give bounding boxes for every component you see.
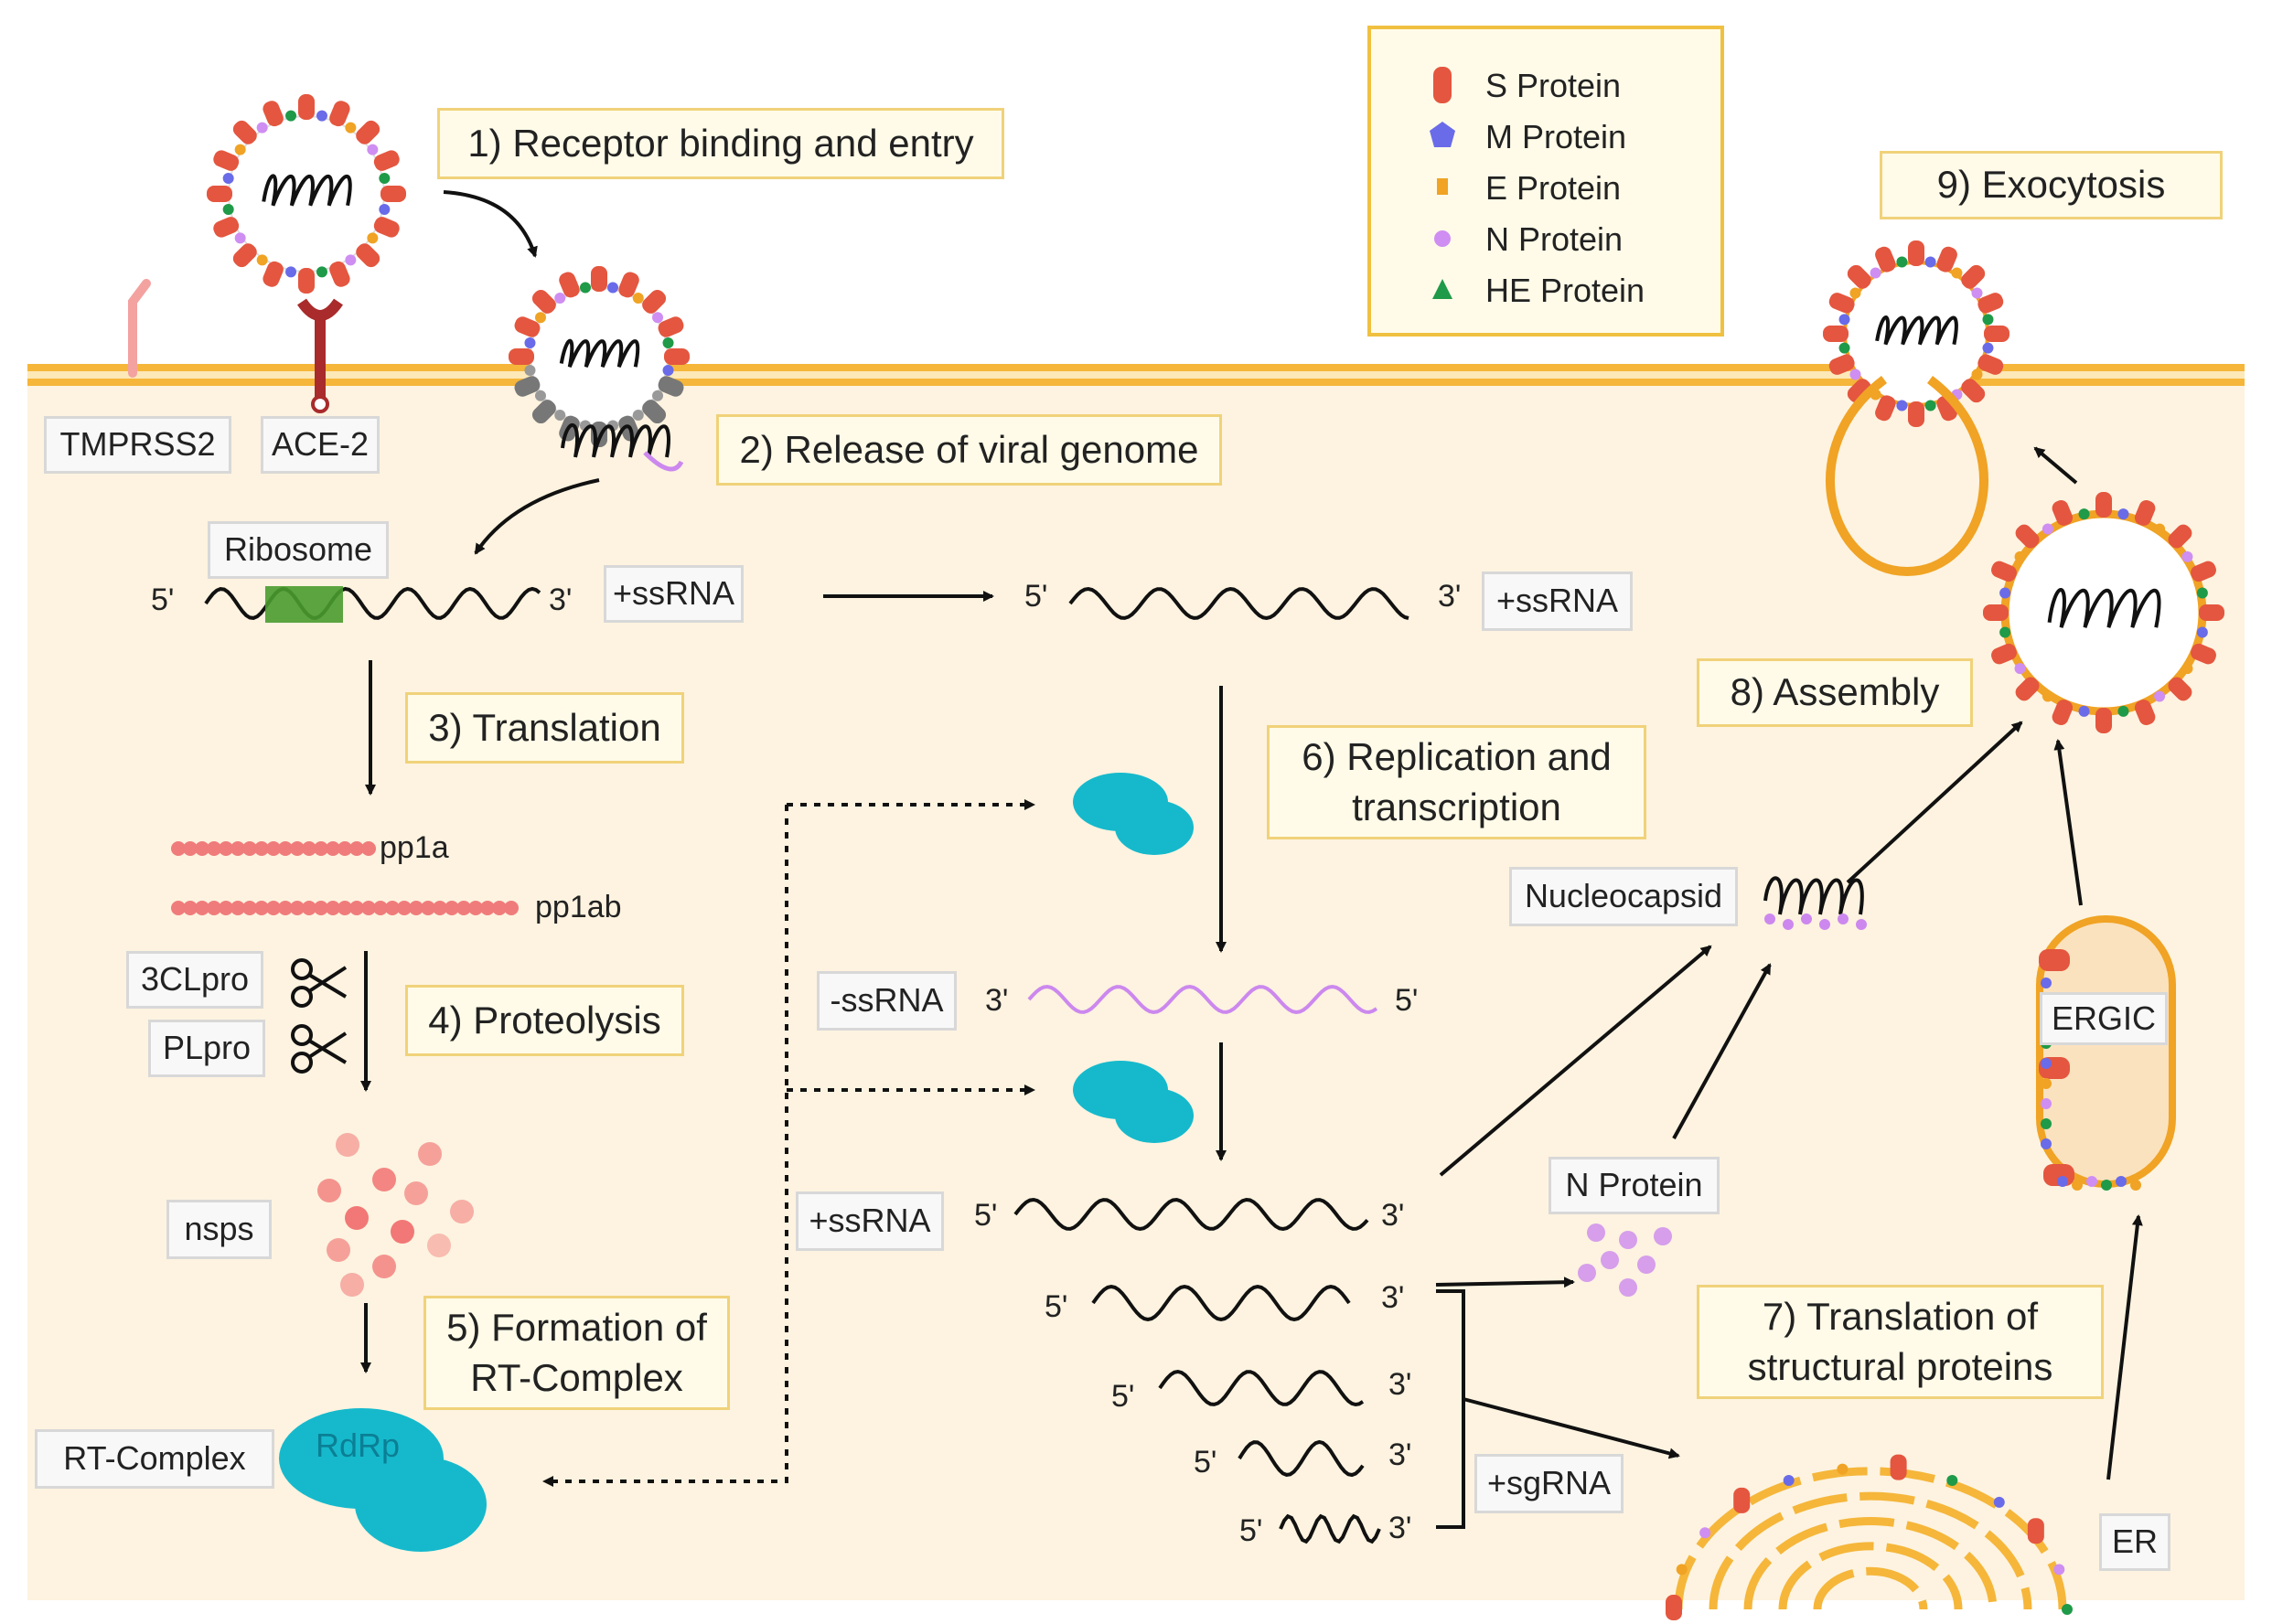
legend: S Protein M Protein E Protein N Protein …	[1367, 26, 1724, 337]
strand2-5-prime: 5'	[1024, 579, 1048, 614]
flow-arrows	[360, 190, 2143, 1529]
step-7-line-1: 7) Translation of	[1762, 1294, 2039, 1338]
n-protein-tag: N Protein	[1549, 1157, 1720, 1214]
step-5-box: 5) Formation of RT-Complex	[423, 1296, 730, 1410]
scissors-icon	[291, 958, 348, 1008]
n-protein-icon	[1434, 230, 1451, 247]
complex-shape-lower	[1073, 1061, 1194, 1143]
pos-ssrna-strand	[1013, 1197, 1369, 1232]
nucleocapsid-tag: Nucleocapsid	[1509, 867, 1738, 926]
ssrna-tag-2: +ssRNA	[1482, 572, 1633, 631]
step-9-box: 9) Exocytosis	[1880, 151, 2223, 219]
pos-strand-5-prime: 5'	[974, 1198, 998, 1233]
er-membrane	[1666, 1454, 2073, 1620]
step-7-box: 7) Translation of structural proteins	[1697, 1285, 2104, 1399]
sg3-3-prime: 3'	[1388, 1437, 1412, 1472]
step-2-box: 2) Release of viral genome	[716, 414, 1222, 486]
legend-row-n: N Protein	[1371, 215, 1720, 266]
legend-label: N Protein	[1485, 220, 1624, 258]
step-3-box: 3) Translation	[405, 692, 684, 764]
nsps-dots	[317, 1133, 474, 1297]
step-6-line-2: transcription	[1352, 785, 1561, 828]
ribosome-tag: Ribosome	[208, 521, 389, 579]
legend-row-e: E Protein	[1371, 164, 1720, 215]
sgrna-strand-2	[1158, 1369, 1365, 1407]
sgrna-strand-1	[1091, 1284, 1351, 1322]
genome-strand-2	[1068, 586, 1409, 621]
pos-strand-3-prime: 3'	[1381, 1198, 1405, 1233]
he-protein-icon	[1432, 279, 1452, 299]
neg-ssrna-tag: -ssRNA	[817, 971, 957, 1031]
virion-exocytosis	[1823, 240, 2009, 427]
tmprss2-tag: TMPRSS2	[44, 416, 231, 474]
dotted-arrows	[542, 799, 1035, 1487]
ssrna-tag-3: +ssRNA	[796, 1191, 944, 1251]
sgrna-strand-3	[1238, 1439, 1365, 1478]
tmprss2-receptor	[128, 279, 151, 378]
released-genome	[561, 423, 684, 472]
sg1-5-prime: 5'	[1045, 1289, 1068, 1324]
neg-ssrna-strand	[1027, 984, 1378, 1015]
nsps-tag: nsps	[166, 1200, 272, 1259]
polyproteins	[171, 841, 519, 915]
step-6-box: 6) Replication and transcription	[1267, 725, 1646, 839]
genome-strand-1	[204, 586, 541, 620]
ergic-tag: ERGIC	[2040, 992, 2168, 1045]
step-1-box: 1) Receptor binding and entry	[437, 108, 1004, 179]
step-6-line-1: 6) Replication and	[1302, 734, 1612, 778]
sg2-3-prime: 3'	[1388, 1367, 1412, 1402]
m-protein-icon	[1430, 122, 1455, 147]
step-5-line-2: RT-Complex	[470, 1355, 683, 1399]
virion-extracellular	[207, 94, 406, 294]
strand2-3-prime: 3'	[1438, 579, 1462, 614]
legend-row-he: HE Protein	[1371, 266, 1720, 317]
sg1-3-prime: 3'	[1381, 1280, 1405, 1315]
ribosome-shape	[265, 586, 343, 623]
virion-assembled	[1983, 492, 2224, 733]
s-protein-icon	[1433, 67, 1452, 103]
pp1a-label: pp1a	[380, 830, 449, 865]
rt-complex-tag: RT-Complex	[35, 1429, 274, 1489]
complex-shape-upper	[1073, 773, 1194, 855]
strand1-5-prime: 5'	[151, 582, 175, 617]
legend-label: HE Protein	[1485, 272, 1645, 309]
nucleocapsid-coil	[1763, 876, 1867, 930]
pp1ab-label: pp1ab	[535, 890, 622, 924]
e-protein-icon	[1437, 178, 1448, 195]
rdrp-label: RdRp	[316, 1426, 401, 1464]
n-protein-dots	[1578, 1223, 1672, 1297]
sgrna-tag: +sgRNA	[1474, 1454, 1624, 1513]
sgrna-strand-4	[1279, 1513, 1381, 1544]
legend-label: S Protein	[1485, 67, 1622, 104]
scissors-icon	[291, 1024, 348, 1074]
sg4-5-prime: 5'	[1239, 1513, 1263, 1548]
step-4-box: 4) Proteolysis	[405, 985, 684, 1056]
exocytosis-vesicle	[1826, 376, 1988, 577]
sg2-5-prime: 5'	[1111, 1379, 1135, 1414]
legend-row-s: S Protein	[1371, 61, 1720, 112]
step-8-box: 8) Assembly	[1697, 658, 1973, 727]
plpro-tag: PLpro	[148, 1020, 265, 1077]
ace2-tag: ACE-2	[261, 416, 380, 474]
legend-label: E Protein	[1485, 169, 1622, 207]
sg3-5-prime: 5'	[1194, 1445, 1217, 1480]
rt-complex-shape	[279, 1408, 487, 1552]
sg4-3-prime: 3'	[1388, 1511, 1412, 1545]
step-7-line-2: structural proteins	[1747, 1344, 2053, 1388]
er-tag: ER	[2099, 1513, 2170, 1571]
legend-row-m: M Protein	[1371, 112, 1720, 164]
neg-strand-3-prime: 3'	[985, 983, 1009, 1018]
cl3pro-tag: 3CLpro	[126, 951, 263, 1009]
legend-label: M Protein	[1485, 118, 1627, 155]
strand1-3-prime: 3'	[549, 582, 573, 617]
virion-entering	[509, 266, 690, 447]
neg-strand-5-prime: 5'	[1395, 983, 1419, 1018]
step-5-line-1: 5) Formation of	[446, 1305, 707, 1349]
rna-strands	[204, 586, 1409, 1544]
ace2-receptor	[297, 298, 343, 413]
ssrna-tag-1: +ssRNA	[604, 565, 744, 623]
